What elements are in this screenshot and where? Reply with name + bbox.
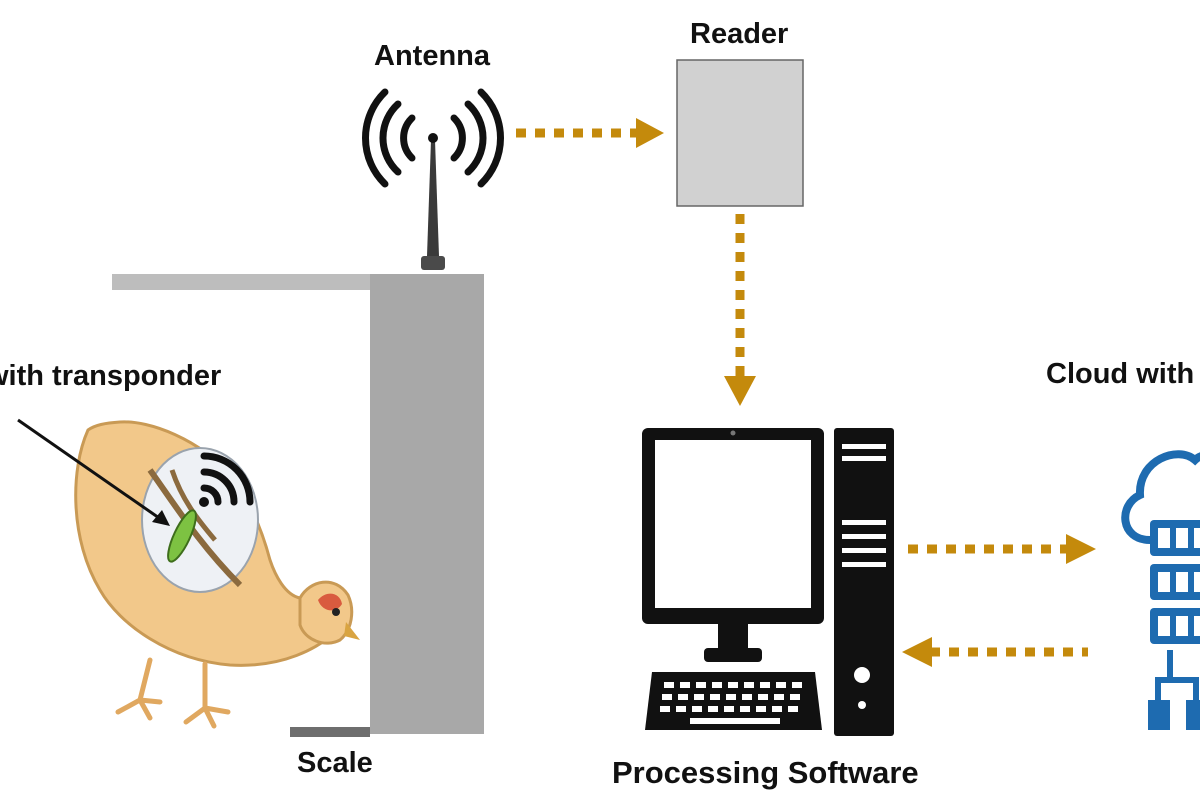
scale-label: Scale <box>297 747 373 779</box>
arrow-computer-to-cloud <box>908 534 1096 564</box>
reader-box <box>676 59 804 207</box>
cloud-server-icon <box>1121 450 1200 730</box>
antenna-label: Antenna <box>374 40 490 72</box>
arrow-cloud-to-computer <box>902 637 1088 667</box>
processing-software-label: Processing Software <box>612 755 919 790</box>
chicken-icon <box>17 418 360 729</box>
transponder-icon <box>167 509 197 563</box>
stand-pillar <box>370 274 484 734</box>
reader-label: Reader <box>690 18 789 50</box>
monitor-screen <box>655 440 811 608</box>
pointer-arrow <box>17 418 163 522</box>
antenna-icon <box>362 88 504 270</box>
computer-icon <box>642 428 894 736</box>
arrow-reader-to-computer <box>724 214 756 406</box>
computer-tower <box>834 428 894 736</box>
chicken-label: with transponder <box>0 360 222 392</box>
transponder-signal-icon <box>200 452 254 506</box>
arrow-antenna-to-reader <box>516 118 664 148</box>
scale-plate <box>290 727 370 737</box>
scale-stand <box>112 274 484 737</box>
cloud-label: Cloud with <box>1046 358 1195 390</box>
